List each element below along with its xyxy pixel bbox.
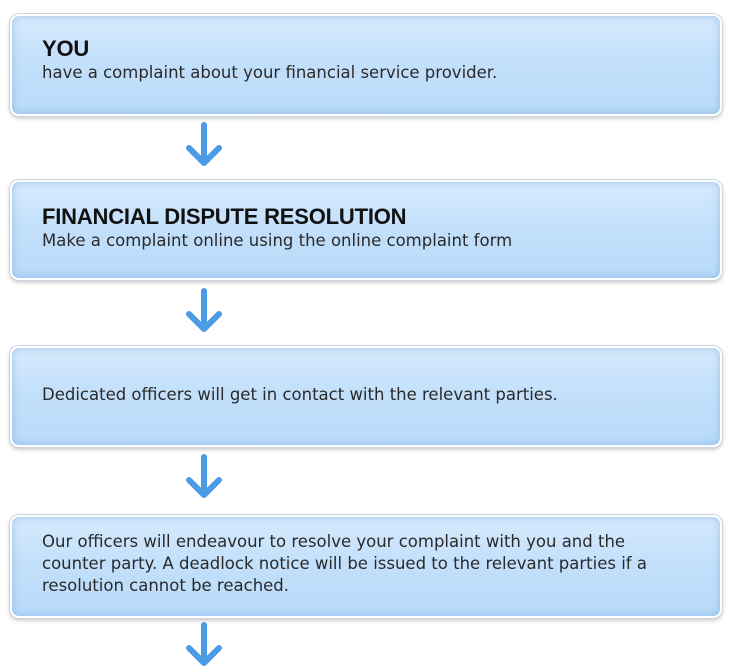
step-text: have a complaint about your financial se… (42, 63, 498, 82)
step-text: Make a complaint online using the online… (42, 231, 513, 250)
step-text: Dedicated officers will get in contact w… (42, 384, 558, 404)
arrow-down-icon (186, 288, 222, 332)
step-text: Our officers will endeavour to resolve y… (42, 532, 647, 595)
arrow-down-icon (186, 454, 222, 498)
step-title: FINANCIAL DISPUTE RESOLUTION (42, 204, 407, 229)
step-title: YOU (42, 36, 90, 61)
step-box-resolution: Our officers will endeavour to resolve y… (10, 515, 722, 618)
arrow-down-icon (186, 122, 222, 166)
arrow-down-icon (186, 622, 222, 666)
step-box-you: YOU have a complaint about your financia… (10, 14, 722, 116)
step-box-financial-dispute-resolution: FINANCIAL DISPUTE RESOLUTION Make a comp… (10, 180, 722, 280)
step-box-contact: Dedicated officers will get in contact w… (10, 346, 722, 447)
